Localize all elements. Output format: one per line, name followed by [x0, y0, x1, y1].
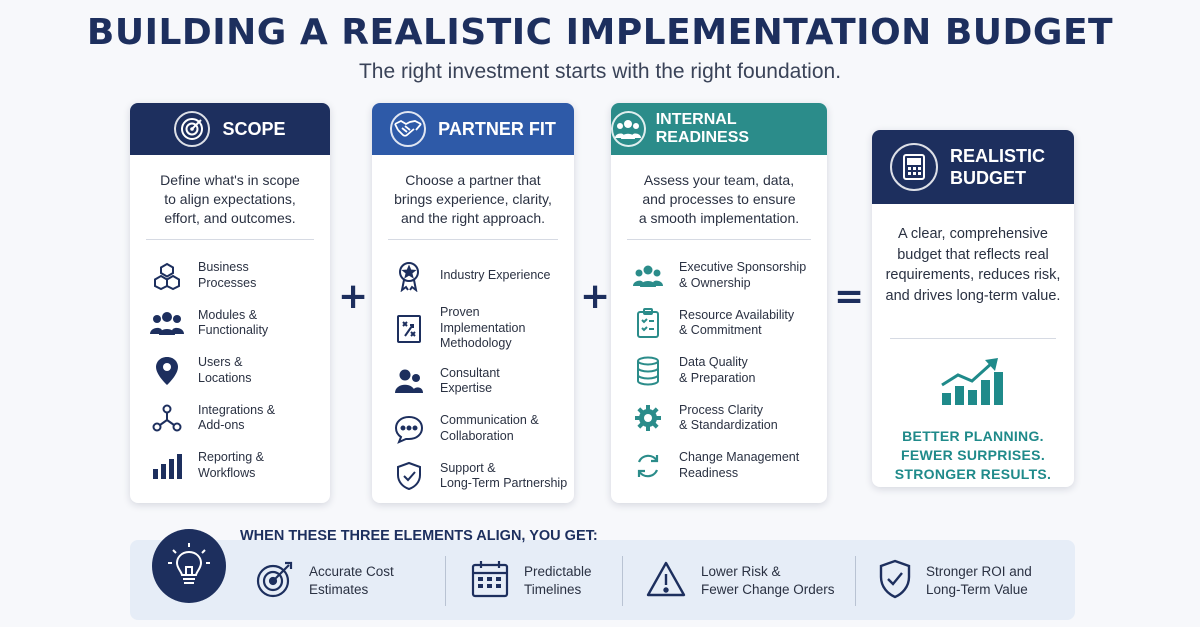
scope-card: SCOPE Define what's in scope to align ex…	[130, 103, 330, 503]
calculator-icon	[890, 143, 938, 191]
page-title: BUILDING A REALISTIC IMPLEMENTATION BUDG…	[86, 12, 1114, 53]
item-label: Proven Implementation Methodology	[440, 305, 526, 351]
benefit-item: Predictable Timelines	[470, 558, 592, 604]
divider	[146, 239, 314, 240]
gear-icon	[631, 401, 665, 435]
item-label: Data Quality & Preparation	[679, 355, 756, 385]
bar-chart-icon	[150, 449, 184, 483]
plus-operator: +	[338, 276, 369, 317]
list-item: Executive Sponsorship & Ownership	[631, 252, 827, 300]
realistic-budget-results: BETTER PLANNING. FEWER SURPRISES. STRONG…	[872, 427, 1074, 484]
divider	[890, 338, 1056, 339]
team-icon	[631, 259, 665, 293]
internal-readiness-card-title: INTERNAL READINESS	[655, 111, 750, 146]
item-label: Process Clarity & Standardization	[679, 402, 778, 433]
plus-operator: +	[580, 276, 611, 317]
list-item: Communication & Collaboration	[392, 405, 574, 453]
equals-operator: =	[834, 276, 865, 317]
list-item: Consultant Expertise	[392, 358, 574, 406]
growth-chart-icon	[940, 355, 1006, 415]
list-item: Industry Experience	[392, 252, 574, 300]
clipboard-icon	[631, 306, 665, 340]
benefit-label: Predictable Timelines	[524, 564, 592, 597]
divider	[622, 556, 623, 606]
list-item: Modules & Functionality	[150, 300, 330, 348]
shield-check-icon	[878, 559, 912, 604]
location-pin-icon	[150, 354, 184, 388]
partner-fit-card-title: PARTNER FIT	[438, 118, 556, 139]
list-item: Users & Locations	[150, 347, 330, 395]
list-item: Change Management Readiness	[631, 442, 827, 490]
item-label: Executive Sponsorship & Ownership	[679, 260, 807, 290]
divider	[627, 239, 811, 240]
benefit-label: Lower Risk & Fewer Change Orders	[701, 564, 835, 597]
internal-readiness-card-header: INTERNAL READINESS	[611, 103, 827, 155]
list-item: Process Clarity & Standardization	[631, 395, 827, 443]
item-label: Support & Long-Term Partnership	[440, 460, 568, 491]
partner-fit-card-header: PARTNER FIT	[372, 103, 574, 155]
benefit-item: Lower Risk & Fewer Change Orders	[645, 558, 835, 604]
list-item: Proven Implementation Methodology	[392, 300, 574, 358]
target-arrow-icon	[255, 559, 295, 604]
scope-card-header: SCOPE	[130, 103, 330, 155]
chat-icon	[392, 412, 426, 446]
network-icon	[150, 401, 184, 435]
item-label: Integrations & Add-ons	[198, 402, 276, 433]
item-label: Users & Locations	[198, 355, 252, 385]
divider	[388, 239, 558, 240]
divider	[855, 556, 856, 606]
result-line: FEWER SURPRISES.	[900, 447, 1046, 463]
item-label: Change Management Readiness	[679, 450, 800, 480]
award-icon	[392, 259, 426, 293]
handshake-icon	[390, 111, 427, 147]
database-icon	[631, 354, 665, 388]
item-label: Reporting & Workflows	[198, 450, 265, 480]
divider	[445, 556, 446, 606]
refresh-icon	[631, 449, 665, 483]
item-label: Resource Availability & Commitment	[679, 307, 795, 338]
benefit-label: Accurate Cost Estimates	[309, 564, 394, 597]
realistic-budget-description: A clear, comprehensive budget that refle…	[885, 226, 1061, 304]
list-item: Integrations & Add-ons	[150, 395, 330, 443]
item-label: Industry Experience	[440, 268, 551, 282]
cubes-icon	[150, 259, 184, 293]
item-label: Communication & Collaboration	[440, 413, 539, 443]
item-label: Business Processes	[198, 260, 257, 290]
benefits-title: WHEN THESE THREE ELEMENTS ALIGN, YOU GET…	[240, 528, 598, 544]
warning-icon	[645, 560, 687, 603]
internal-readiness-card-description: Assess your team, data, and processes to…	[638, 172, 800, 226]
list-item: Business Processes	[150, 252, 330, 300]
partner-fit-card-description: Choose a partner that brings experience,…	[394, 172, 552, 226]
item-label: Consultant Expertise	[440, 365, 500, 396]
benefit-label: Stronger ROI and Long-Term Value	[926, 564, 1032, 597]
users-icon	[150, 306, 184, 340]
partner-fit-card: PARTNER FIT Choose a partner that brings…	[372, 103, 574, 503]
result-line: BETTER PLANNING.	[902, 428, 1044, 444]
scope-card-title: SCOPE	[222, 118, 286, 139]
strategy-board-icon	[392, 312, 426, 346]
benefit-item: Accurate Cost Estimates	[255, 558, 394, 604]
calendar-icon	[470, 559, 510, 604]
lightbulb-icon	[152, 529, 226, 603]
realistic-budget-title: REALISTIC BUDGET	[950, 146, 1046, 188]
realistic-budget-card: REALISTIC BUDGET A clear, comprehensive …	[872, 130, 1074, 487]
list-item: Support & Long-Term Partnership	[392, 453, 574, 501]
realistic-budget-header: REALISTIC BUDGET	[872, 130, 1074, 204]
list-item: Resource Availability & Commitment	[631, 300, 827, 348]
page-subtitle: The right investment starts with the rig…	[358, 60, 842, 83]
scope-card-description: Define what's in scope to align expectat…	[160, 172, 300, 226]
list-item: Reporting & Workflows	[150, 442, 330, 490]
consultant-icon	[392, 364, 426, 398]
result-line: STRONGER RESULTS.	[894, 466, 1052, 482]
team-icon	[611, 111, 646, 147]
benefit-item: Stronger ROI and Long-Term Value	[878, 558, 1032, 604]
shield-check-icon	[392, 459, 426, 493]
internal-readiness-card: INTERNAL READINESS Assess your team, dat…	[611, 103, 827, 503]
list-item: Data Quality & Preparation	[631, 347, 827, 395]
item-label: Modules & Functionality	[198, 307, 269, 338]
target-icon	[174, 111, 211, 147]
